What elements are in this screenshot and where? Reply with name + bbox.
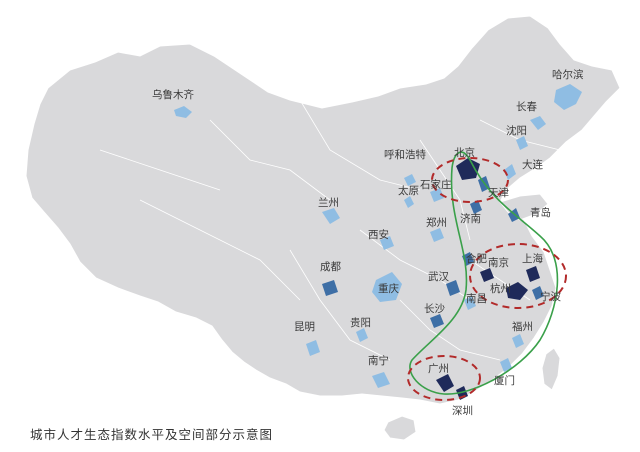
pearl-river-delta-cluster-outline xyxy=(407,355,481,401)
city-shape-nanchang xyxy=(464,296,476,310)
city-label-harbin: 哈尔滨 xyxy=(552,68,584,81)
city-label-chengdu: 成都 xyxy=(320,261,341,273)
taiwan-island xyxy=(541,347,561,391)
city-label-shijiazhuang: 石家庄 xyxy=(420,178,452,191)
city-shape-hohhot xyxy=(404,174,416,186)
city-label-ningbo: 宁波 xyxy=(540,290,561,303)
city-label-zhengzhou: 郑州 xyxy=(426,216,447,229)
city-label-jinan: 济南 xyxy=(460,212,481,225)
city-shape-shenyang xyxy=(516,136,528,150)
city-shape-wuhan xyxy=(446,280,460,296)
city-label-kunming: 昆明 xyxy=(294,321,315,333)
city-label-nanjing: 南京 xyxy=(488,256,509,269)
city-label-chongqing: 重庆 xyxy=(378,282,399,295)
city-shape-guangzhou xyxy=(436,374,454,392)
city-labels: 乌鲁木齐 哈尔滨 长春 沈阳 大连 北京 呼和浩特 天津 石家庄 太原 济南 青… xyxy=(152,68,584,417)
city-shape-guiyang xyxy=(356,328,368,342)
city-shape-kunming xyxy=(306,340,320,356)
city-shape-lanzhou xyxy=(322,208,340,224)
city-shape-shijiazhuang xyxy=(430,188,444,202)
city-label-fuzhou: 福州 xyxy=(512,320,533,333)
city-shape-changchun xyxy=(530,116,546,130)
city-label-nanning: 南宁 xyxy=(368,354,389,367)
city-shape-dalian xyxy=(504,164,516,180)
city-shape-nanjing xyxy=(480,268,494,282)
city-shape-nanning xyxy=(372,372,390,388)
city-shape-ningbo xyxy=(532,286,544,300)
city-label-guiyang: 贵阳 xyxy=(350,316,371,329)
city-shape-chongqing xyxy=(372,272,402,302)
city-label-hohhot: 呼和浩特 xyxy=(384,149,426,161)
city-shape-chengdu xyxy=(322,280,338,296)
beijing-tianjin-hebei-cluster-outline xyxy=(431,157,509,203)
city-label-nanchang: 南昌 xyxy=(466,292,487,305)
figure-caption: 城市人才生态指数水平及空间部分示意图 xyxy=(30,427,274,442)
city-shape-urumqi xyxy=(174,106,192,118)
city-label-shenyang: 沈阳 xyxy=(506,124,527,137)
city-label-xian: 西安 xyxy=(368,228,389,241)
city-label-shanghai: 上海 xyxy=(522,252,543,265)
city-label-guangzhou: 广州 xyxy=(428,363,449,375)
city-shape-jinan xyxy=(470,200,482,214)
city-shape-taiyuan xyxy=(404,196,414,208)
yangtze-delta-cluster-outline xyxy=(469,243,567,309)
city-label-hefei: 合肥 xyxy=(466,252,487,265)
city-label-changchun: 长春 xyxy=(516,101,537,113)
city-label-hangzhou: 杭州 xyxy=(490,282,511,295)
coastal-corridor-outline xyxy=(409,151,559,395)
city-shape-harbin xyxy=(554,84,582,110)
city-shape-changsha xyxy=(430,314,444,328)
city-shape-zhengzhou xyxy=(430,228,444,242)
city-label-dalian: 大连 xyxy=(522,158,543,171)
city-label-taiyuan: 太原 xyxy=(398,184,419,197)
city-label-xiamen: 厦门 xyxy=(494,374,515,387)
city-shape-beijing xyxy=(456,158,480,180)
city-label-changsha: 长沙 xyxy=(424,303,445,315)
city-label-beijing: 北京 xyxy=(454,146,475,159)
city-shape-hangzhou xyxy=(506,282,528,300)
city-shape-shanghai xyxy=(526,266,540,282)
city-label-qingdao: 青岛 xyxy=(530,206,551,219)
city-shape-fuzhou xyxy=(512,334,524,348)
city-shapes xyxy=(174,84,582,400)
city-shape-xian xyxy=(380,236,394,250)
hainan-island xyxy=(383,415,417,441)
city-label-lanzhou: 兰州 xyxy=(318,196,339,209)
city-shape-xiamen xyxy=(500,358,512,372)
city-label-wuhan: 武汉 xyxy=(428,270,449,283)
city-label-tianjin: 天津 xyxy=(488,187,509,199)
city-label-shenzhen: 深圳 xyxy=(452,405,473,417)
city-label-urumqi: 乌鲁木齐 xyxy=(152,88,194,101)
